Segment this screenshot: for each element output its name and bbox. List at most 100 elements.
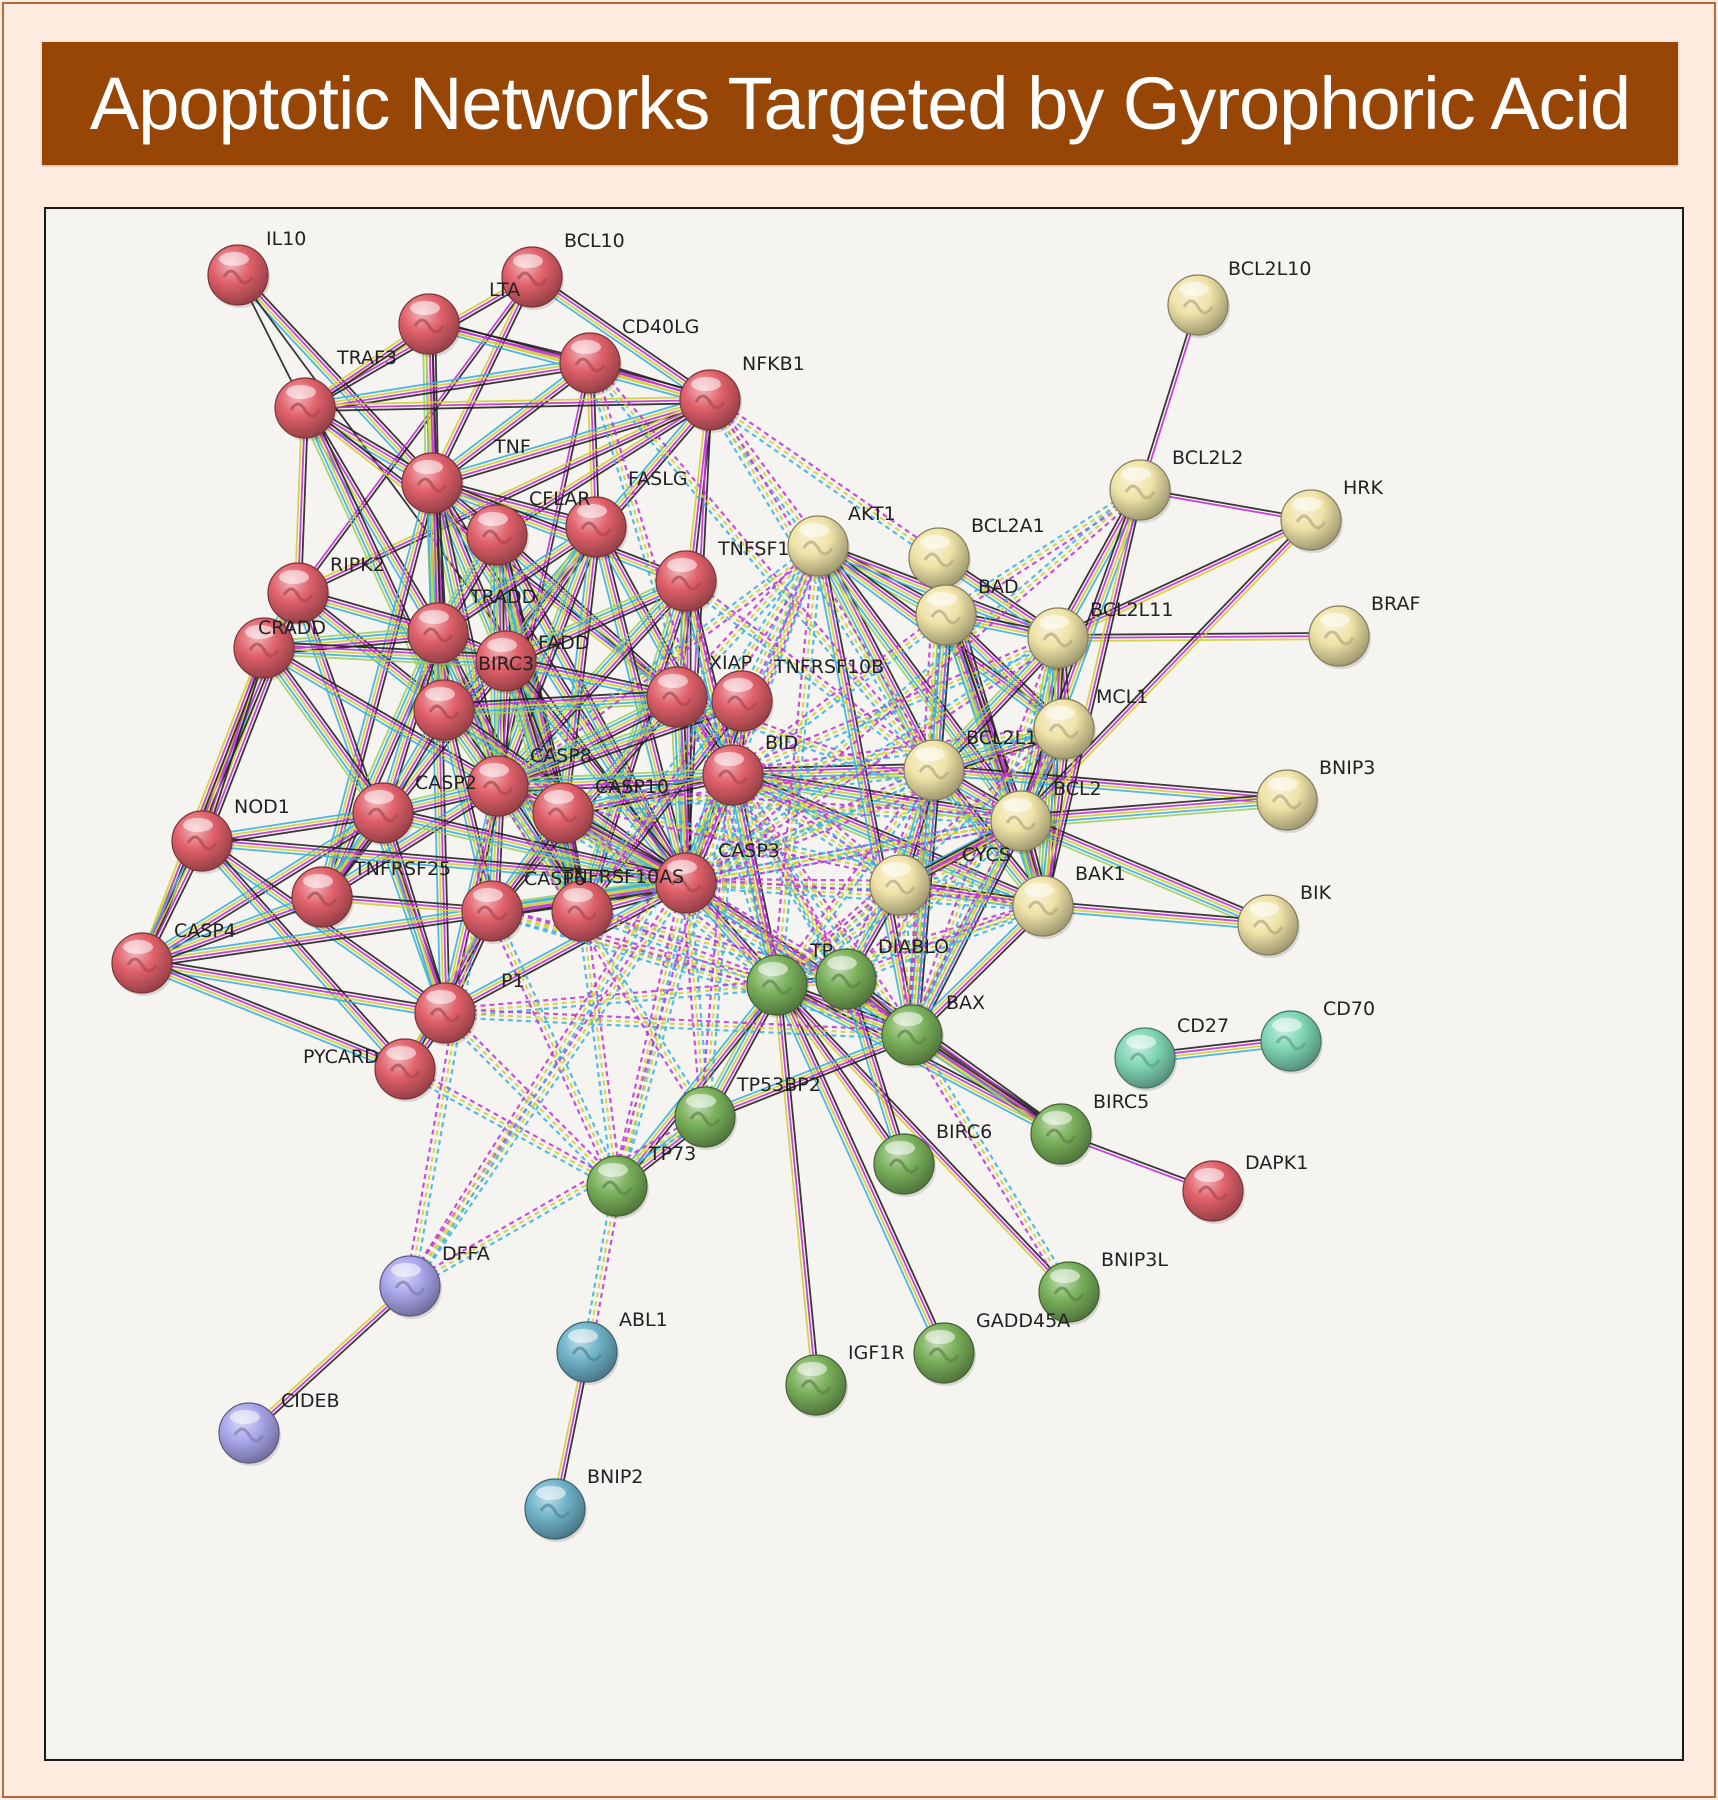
node-mcl1[interactable] <box>1033 698 1096 762</box>
protein-structure-glyph <box>1048 723 1080 739</box>
node-highlight <box>1268 777 1298 791</box>
edge-bcl2l1-bnip3 <box>934 767 1288 800</box>
node-bnip2[interactable] <box>524 1478 587 1542</box>
node-tp73[interactable] <box>586 1155 649 1219</box>
node-highlight <box>598 1163 628 1177</box>
node-bcl2[interactable] <box>990 790 1053 854</box>
protein-structure-glyph <box>571 1346 603 1362</box>
node-tradd[interactable] <box>407 602 470 666</box>
node-bid[interactable] <box>702 744 765 808</box>
node-xiap[interactable] <box>646 666 709 730</box>
node-cradd[interactable] <box>233 617 296 681</box>
predicted-edge-tp73-casp3 <box>615 882 688 1187</box>
node-braf[interactable] <box>1308 605 1371 669</box>
node-birc3[interactable] <box>413 679 476 743</box>
node-nod1[interactable] <box>171 810 234 874</box>
node-bnip3[interactable] <box>1256 769 1319 833</box>
node-casp1[interactable] <box>414 982 477 1046</box>
edge-xiap-casp8 <box>494 690 675 782</box>
node-cd27[interactable] <box>1114 1027 1177 1091</box>
edge-tnf-fadd <box>436 480 513 659</box>
predicted-edge-tnfsf10-bcl2l1 <box>682 583 933 775</box>
node-igf1r[interactable] <box>785 1354 848 1418</box>
node-bad[interactable] <box>915 584 978 648</box>
edge-bcl2l2-bak1 <box>1039 489 1138 906</box>
node-label-igf1r: IGF1R <box>848 1342 905 1364</box>
predicted-edge-dffa-casp3 <box>412 884 691 1290</box>
node-highlight <box>303 874 333 888</box>
node-casp4[interactable] <box>111 932 174 996</box>
node-tp53[interactable] <box>746 954 809 1018</box>
node-casp3[interactable] <box>655 852 718 916</box>
node-casp10[interactable] <box>532 782 595 846</box>
node-highlight <box>568 1329 598 1343</box>
node-tnf[interactable] <box>401 452 464 516</box>
node-cd70[interactable] <box>1260 1010 1323 1074</box>
node-bcl2l2[interactable] <box>1109 459 1172 523</box>
node-abl1[interactable] <box>556 1321 619 1385</box>
node-highlight <box>827 956 857 970</box>
predicted-edge-dffa-bid <box>409 774 734 1287</box>
node-ripk2[interactable] <box>267 562 330 626</box>
node-bcl2l1[interactable] <box>903 739 966 803</box>
node-highlight <box>658 674 688 688</box>
node-cideb[interactable] <box>218 1402 281 1466</box>
edge-cradd-fadd <box>264 640 507 656</box>
node-cycs[interactable] <box>869 854 932 918</box>
node-diablo[interactable] <box>815 948 878 1012</box>
node-bcl10[interactable] <box>501 246 564 310</box>
protein-structure-glyph <box>717 769 749 785</box>
node-bax[interactable] <box>881 1004 944 1068</box>
protein-structure-glyph <box>802 540 834 556</box>
node-tnfrsf25[interactable] <box>291 866 354 930</box>
node-fadd[interactable] <box>475 630 538 694</box>
node-dffa[interactable] <box>379 1255 442 1319</box>
node-pycard[interactable] <box>374 1038 437 1102</box>
node-casp8[interactable] <box>467 755 530 819</box>
node-highlight <box>1126 1035 1156 1049</box>
node-bak1[interactable] <box>1012 875 1075 939</box>
node-traf3[interactable] <box>274 377 337 441</box>
edge-bcl2-bik <box>1023 814 1271 921</box>
node-dapk1[interactable] <box>1182 1160 1245 1224</box>
node-akt1[interactable] <box>787 515 850 579</box>
edge-nod1-casp3 <box>201 844 686 889</box>
node-bcl2l11[interactable] <box>1027 607 1090 671</box>
node-birc5[interactable] <box>1030 1103 1093 1167</box>
edge-cd40lg-tnf <box>432 363 592 485</box>
node-tnfsf10[interactable] <box>655 550 718 614</box>
edge-akt1-bax <box>818 545 915 1035</box>
node-casp6[interactable] <box>461 880 524 944</box>
node-tp53bp2[interactable] <box>674 1086 737 1150</box>
node-cflar[interactable] <box>466 504 529 568</box>
edge-nod1-pycard <box>204 837 410 1067</box>
node-highlight <box>885 1141 915 1155</box>
node-bnip3l[interactable] <box>1038 1261 1101 1325</box>
node-bcl2a1[interactable] <box>908 527 971 591</box>
node-il10[interactable] <box>207 244 270 308</box>
node-label-diablo: DIABLO <box>878 936 949 958</box>
node-bik[interactable] <box>1237 894 1300 958</box>
edge-xiap-casp8 <box>496 693 677 785</box>
node-highlight <box>667 558 697 572</box>
node-casp2[interactable] <box>352 782 415 846</box>
edge-tnf-tnfsf10 <box>432 480 687 581</box>
node-hrk[interactable] <box>1280 489 1343 553</box>
node-cd40lg[interactable] <box>559 332 622 396</box>
edge-birc3-casp6 <box>438 710 489 913</box>
node-highlight <box>279 570 309 584</box>
node-lta[interactable] <box>398 293 461 357</box>
protein-structure-glyph <box>282 587 314 603</box>
node-nfkb1[interactable] <box>679 369 742 433</box>
edge-cd40lg-traf3 <box>304 357 590 405</box>
node-gadd45a[interactable] <box>913 1322 976 1386</box>
protein-structure-glyph <box>1124 484 1156 500</box>
node-label-tp53bp2: TP53BP2 <box>736 1074 821 1096</box>
node-bcl2l10[interactable] <box>1167 274 1230 338</box>
node-faslg[interactable] <box>565 496 628 560</box>
node-birc6[interactable] <box>873 1133 936 1197</box>
node-tnfrsf10a[interactable] <box>551 880 614 944</box>
predicted-edge-akt1-casp8 <box>499 548 822 791</box>
node-tnfrsf10b[interactable] <box>711 670 774 734</box>
predicted-edge-tp53bp2-bid <box>703 774 735 1118</box>
